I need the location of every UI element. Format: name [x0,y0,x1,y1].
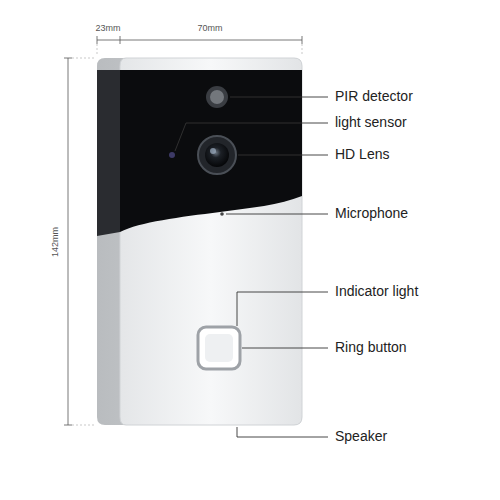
part-label: Microphone [335,206,408,221]
dimension-label: 142mm [51,227,61,257]
housing-front [120,58,302,425]
ring-button-face [205,334,233,362]
pir-sensor-lens [210,90,224,104]
part-label: Indicator light [335,284,418,299]
doorbell-body [97,58,302,425]
panel-side [97,70,120,236]
ring-button [198,327,240,369]
part-label: Speaker [335,429,387,444]
leader-lines [175,97,328,437]
dimension-lines [64,36,302,425]
lens-glint [210,148,216,154]
pir-sensor [206,86,228,108]
black-panel [120,70,302,232]
light-sensor-dot [169,152,175,158]
microphone-hole [220,212,224,216]
camera-lens [205,143,229,167]
components [169,86,240,369]
part-label: HD Lens [335,147,389,162]
housing-side [97,58,302,425]
part-label: PIR detector [335,89,413,104]
camera-ring [198,136,236,174]
part-label: Ring button [335,340,407,355]
dimension-label: 70mm [197,24,222,34]
part-label: light sensor [335,115,407,130]
dimension-label: 23mm [95,24,120,34]
